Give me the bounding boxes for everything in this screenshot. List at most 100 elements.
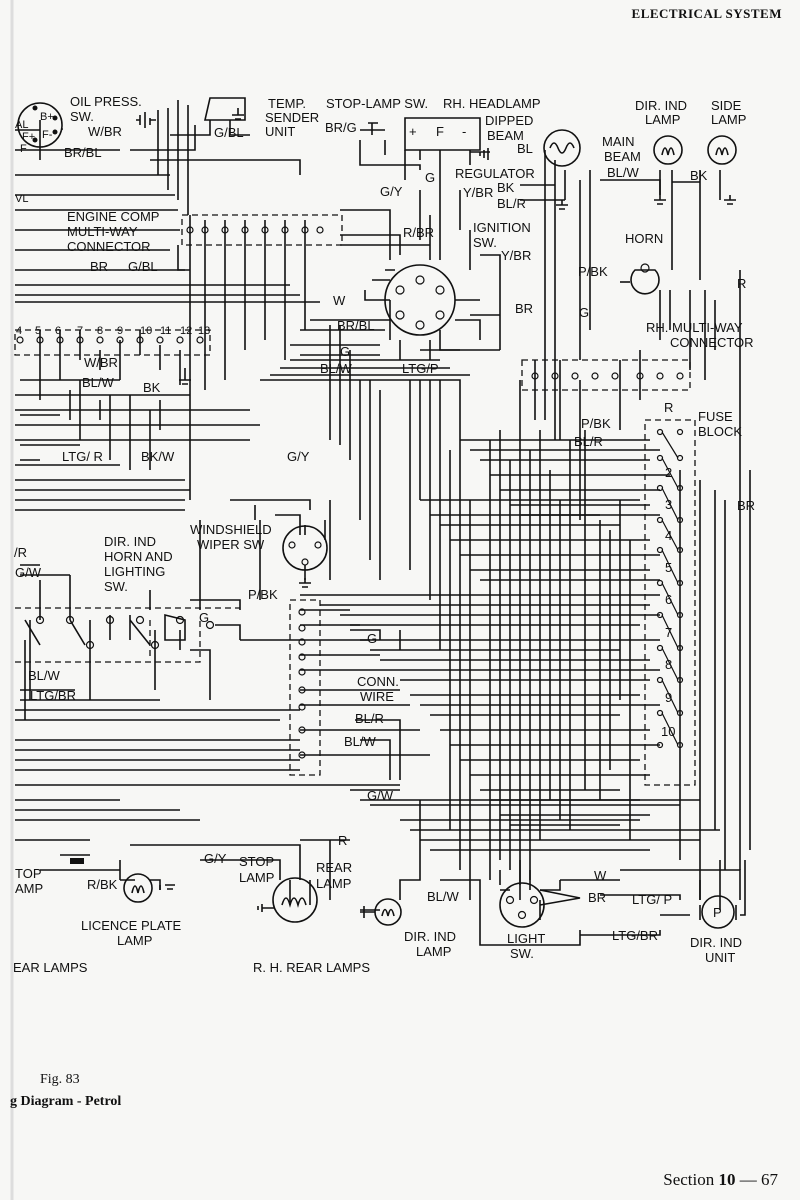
- ignition-label-1: IGNITION: [473, 220, 531, 235]
- terminal-vl: VL: [15, 193, 28, 205]
- wire-label: BL/W: [344, 734, 377, 749]
- connector-num-5: 5: [35, 325, 41, 337]
- light-switch-symbol: [499, 882, 545, 928]
- dir-ind-lamp-bottom-label-2: LAMP: [416, 944, 451, 959]
- wire-label: P/BK: [578, 264, 608, 279]
- stop-lamp-sw-label: STOP-LAMP SW.: [326, 96, 428, 111]
- wire-colour-labels: W/BR G/BL BR/G BL BR/BL G G/Y Y/BR BK BL…: [14, 120, 755, 943]
- wire-label: BL/W: [427, 889, 460, 904]
- connector-num-6: 6: [55, 325, 61, 337]
- engine-comp-label-1: ENGINE COMP: [67, 209, 159, 224]
- section-number: 10: [718, 1170, 736, 1189]
- connector-num-9: 9: [117, 325, 123, 337]
- wire-label: BL/R: [574, 434, 603, 449]
- terminal-labels: AL B+ F- F+ F VL + F - P 4 5 6 7 8 9 10 …: [15, 111, 722, 920]
- page-number: 67: [761, 1170, 778, 1189]
- main-beam-label-1: MAIN: [602, 134, 635, 149]
- wire-label: G/Y: [204, 851, 227, 866]
- wire-label: BL/R: [355, 711, 384, 726]
- figure-number: Fig. 83: [40, 1072, 80, 1087]
- wire-label: BL/W: [320, 361, 353, 376]
- wire-label: BK: [497, 180, 515, 195]
- page-footer: Section 10 — 67: [663, 1170, 778, 1190]
- wire-label: R: [664, 400, 673, 415]
- wire-label: W/BR: [84, 355, 118, 370]
- terminal-f-plus: F+: [22, 131, 35, 143]
- wire-label: G/BL: [128, 259, 158, 274]
- light-sw-label-2: SW.: [510, 946, 534, 961]
- stop-lamp-left-label-2: AMP: [15, 881, 43, 896]
- dir-ind-lamp-bottom-symbol: [374, 898, 402, 926]
- fuse-num-9: 9: [665, 690, 672, 705]
- wire-label: LTG/P: [402, 361, 439, 376]
- connector-num-13: 13: [198, 325, 210, 337]
- dipped-beam-label-1: DIPPED: [485, 113, 533, 128]
- wire-label: P/BK: [248, 587, 278, 602]
- wire-label: BR: [588, 890, 606, 905]
- ignition-switch-symbol: [384, 264, 456, 336]
- side-lamp-label-2: LAMP: [711, 112, 746, 127]
- wire-label: BK/W: [141, 449, 175, 464]
- terminal-f-minus: F-: [42, 129, 53, 141]
- wire-label: P/BK: [581, 416, 611, 431]
- wire-label: G/W: [367, 788, 394, 803]
- side-lamp-label-1: SIDE: [711, 98, 742, 113]
- connector-num-10: 10: [140, 325, 152, 337]
- horn-label: HORN: [625, 231, 663, 246]
- rh-headlamp-symbol: [543, 129, 581, 167]
- fuse-num-10: 10: [661, 724, 675, 739]
- wire-label: BR/G: [325, 120, 357, 135]
- engine-comp-label-3: CONNECTOR: [67, 239, 151, 254]
- fuse-block-label-1: FUSE: [698, 409, 733, 424]
- fuse-num-8: 8: [665, 657, 672, 672]
- fuse-block-label-2: BLOCK: [698, 424, 742, 439]
- oil-press-label-2: SW.: [70, 109, 94, 124]
- dir-ind-horn-label-3: LIGHTING: [104, 564, 165, 579]
- wire-label: R: [737, 276, 746, 291]
- wire-label: BR/BL: [337, 318, 375, 333]
- connector-num-12: 12: [180, 325, 192, 337]
- wire-label: BL/W: [28, 668, 61, 683]
- wire-label: W: [333, 293, 346, 308]
- wire-label: R/BK: [87, 877, 118, 892]
- windshield-label-1: WINDSHIELD: [190, 522, 272, 537]
- dir-ind-horn-label-2: HORN AND: [104, 549, 173, 564]
- wire-label: LTG/BR: [612, 928, 658, 943]
- dir-ind-lamp-top-symbol: [653, 135, 683, 165]
- wire-label: BK: [690, 168, 708, 183]
- connector-num-8: 8: [97, 325, 103, 337]
- wire-label: LTG/ P: [632, 892, 672, 907]
- rh-headlamp-label: RH. HEADLAMP: [443, 96, 541, 111]
- oil-press-switch-symbol: [17, 102, 63, 148]
- wire-label: BL: [517, 141, 533, 156]
- wire-label: G/Y: [287, 449, 310, 464]
- windshield-label-2: WIPER SW: [197, 537, 265, 552]
- terminal-b-plus: B+: [40, 111, 54, 123]
- rear-lamp-label-1: REAR: [316, 860, 352, 875]
- wire-label: R/BR: [403, 225, 434, 240]
- dipped-beam-label-2: BEAM: [487, 128, 524, 143]
- wire-label: BL/W: [607, 165, 640, 180]
- fuse-num-2: 2: [665, 465, 672, 480]
- horn-symbol: [630, 269, 660, 295]
- main-beam-label-2: BEAM: [604, 149, 641, 164]
- rh-rear-lamps-label: R. H. REAR LAMPS: [253, 960, 370, 975]
- wire-label: W/BR: [88, 124, 122, 139]
- wire-label: G: [340, 344, 350, 359]
- dir-ind-horn-label-4: SW.: [104, 579, 128, 594]
- wire-label: BL/R: [497, 196, 526, 211]
- rear-stop-lamp-symbol: [272, 877, 318, 923]
- wire-label: G: [367, 631, 377, 646]
- conn-wire-block-symbol: [289, 599, 321, 776]
- section-label: Section: [663, 1170, 715, 1189]
- terminal-al: AL: [15, 119, 28, 131]
- temp-sender-label-1: TEMP.: [268, 96, 306, 111]
- wiper-switch-symbol: [282, 525, 328, 571]
- page-header: ELECTRICAL SYSTEM: [631, 6, 782, 21]
- stop-lamp-left-label-1: TOP: [15, 866, 42, 881]
- terminal-reg-plus: +: [409, 124, 417, 139]
- dir-ind-lamp-top-label-2: LAMP: [645, 112, 680, 127]
- dir-ind-unit-label-1: DIR. IND: [690, 935, 742, 950]
- conn-wire-label-2: WIRE: [360, 689, 394, 704]
